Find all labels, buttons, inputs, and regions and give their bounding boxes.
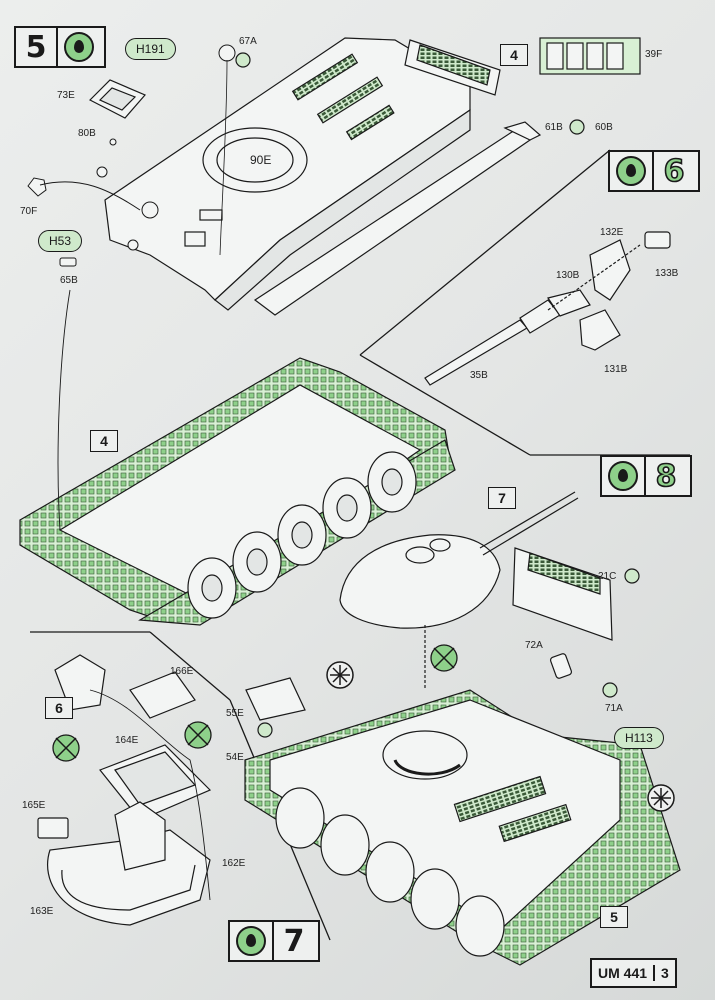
upper-hull <box>104 37 471 311</box>
part-label: 67A <box>239 36 257 47</box>
step-8-number: 8 <box>644 457 686 495</box>
part-label: 60B <box>595 122 613 133</box>
callout-h113: H113 <box>614 727 664 749</box>
subassembly-tag-7: 7 <box>488 487 516 509</box>
part-label: 163E <box>30 906 54 917</box>
complete-hull <box>244 677 681 966</box>
glue-drop-icon <box>608 461 638 491</box>
part-label: 70F <box>20 206 38 217</box>
part-label: 131B <box>604 364 628 375</box>
glue-drop-icon <box>64 32 94 62</box>
asterisk-markers <box>326 661 675 812</box>
page-number: 3 <box>653 965 675 981</box>
part-swirl-markers <box>235 52 640 738</box>
part-label: 54E <box>226 752 244 763</box>
part-label: 39F <box>645 49 663 60</box>
part-label: 132E <box>600 227 624 238</box>
no-glue-markers <box>52 644 458 762</box>
step-8-box: 8 <box>600 455 692 497</box>
part-label: 55E <box>226 708 244 719</box>
part-label: 80B <box>78 128 96 139</box>
hatch-assembly <box>37 654 212 926</box>
part-label: 21C <box>598 571 617 582</box>
step-7-number: 7 <box>272 922 314 960</box>
part-label: 73E <box>57 90 75 101</box>
subassembly-tag-4-tracks: 4 <box>90 430 118 452</box>
subassembly-tag-6: 6 <box>45 697 73 719</box>
page-footer: UM 441 3 <box>590 958 677 988</box>
callout-h191: H191 <box>125 38 176 60</box>
glue-drop-icon <box>616 156 646 186</box>
glue-drop-icon <box>236 926 266 956</box>
part-label: 130B <box>556 270 580 281</box>
part-label: 165E <box>22 800 46 811</box>
part-label: 61B <box>545 122 563 133</box>
part-label: 71A <box>605 703 623 714</box>
subassembly-tag-4: 4 <box>500 44 528 66</box>
step-6-box: 6 <box>608 150 700 192</box>
fender <box>253 121 542 316</box>
callout-h53: H53 <box>38 230 83 252</box>
part-73E-shape <box>88 79 146 119</box>
part-label: 166E <box>170 666 194 677</box>
step-6-number: 6 <box>652 152 694 190</box>
part-label: 162E <box>222 858 246 869</box>
lower-hull-tracks <box>19 289 456 626</box>
part-label: 72A <box>525 640 543 651</box>
subassembly-tag-5: 5 <box>600 906 628 928</box>
step-5-box: 5 <box>14 26 106 68</box>
part-label: 90E <box>250 153 272 167</box>
step-5-number: 5 <box>16 28 58 66</box>
part-39F-shape <box>404 37 641 96</box>
small-parts-step5 <box>27 44 236 267</box>
part-label: 35B <box>470 370 488 381</box>
turret-assembly <box>339 491 613 690</box>
kit-code: UM 441 <box>598 965 648 981</box>
part-label: 164E <box>115 735 139 746</box>
part-label: 133B <box>655 268 679 279</box>
part-label: 65B <box>60 275 78 286</box>
gun-assembly <box>424 231 671 386</box>
step-7-box: 7 <box>228 920 320 962</box>
